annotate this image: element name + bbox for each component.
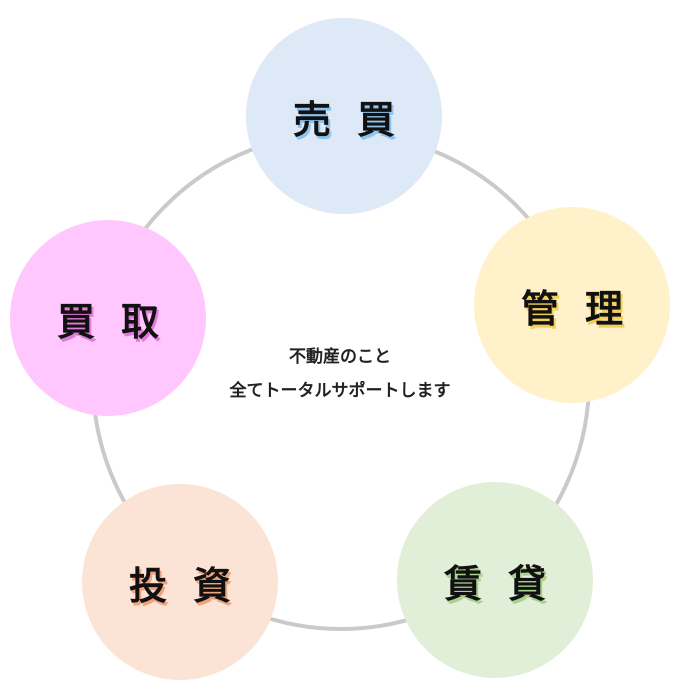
node-buy: 買取	[10, 220, 206, 416]
node-rent: 賃貸	[397, 482, 593, 678]
node-sell: 売買	[246, 18, 442, 214]
center-caption-line2: 全てトータルサポートします	[229, 381, 451, 401]
node-invest-label: 投資	[128, 563, 257, 608]
node-sell-label: 売買	[292, 97, 421, 142]
center-caption: 不動産のこと 全てトータルサポートします	[180, 340, 500, 408]
node-invest: 投資	[82, 484, 278, 680]
node-manage-label: 管理	[520, 286, 649, 331]
center-caption-line1: 不動産のこと	[289, 347, 391, 367]
node-manage: 管理	[474, 207, 670, 403]
node-buy-label: 買取	[56, 299, 185, 344]
node-rent-label: 賃貸	[443, 561, 572, 606]
